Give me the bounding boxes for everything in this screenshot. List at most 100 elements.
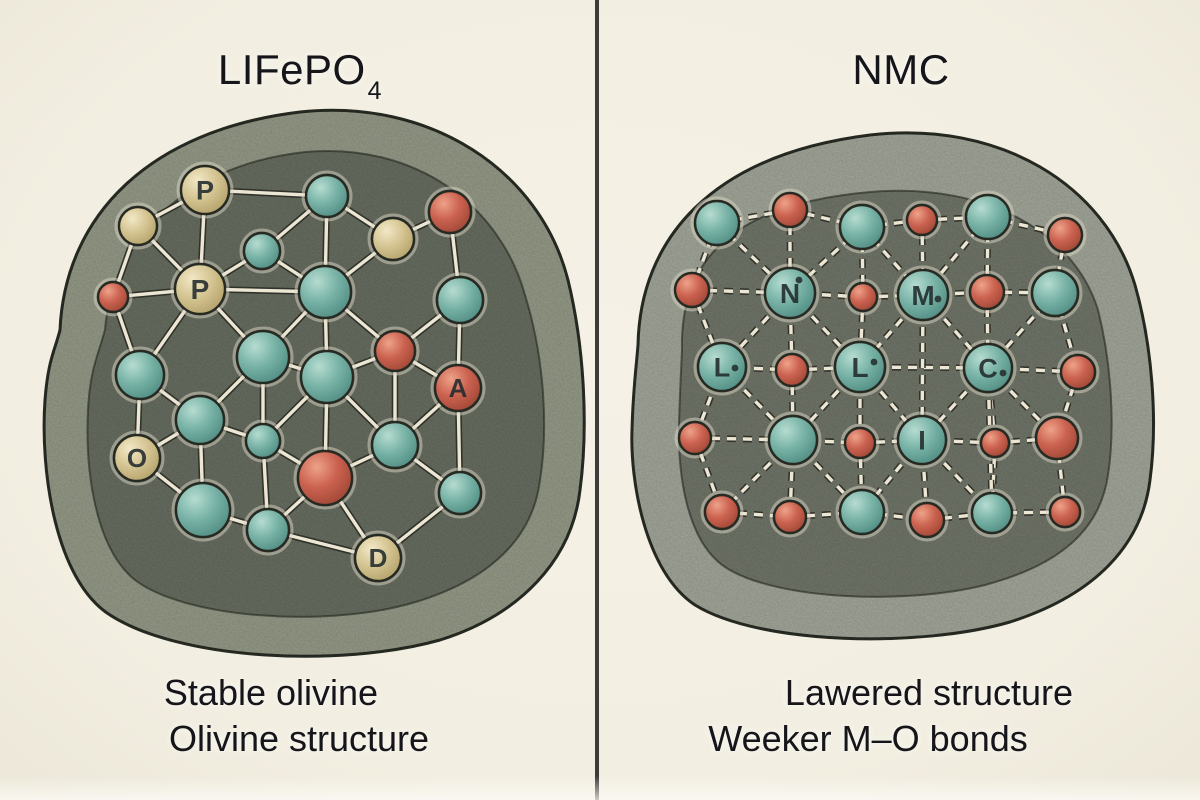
atom-halo <box>1056 350 1100 394</box>
atom-red <box>908 501 946 539</box>
atom-halo <box>965 270 1009 314</box>
caption-line: Stable olivine <box>163 672 379 713</box>
atom-halo <box>967 488 1017 538</box>
left-title-text: LIFePO <box>217 46 366 93</box>
bond <box>858 296 865 368</box>
bond <box>985 216 990 293</box>
bond <box>789 291 864 299</box>
atom-teal <box>693 199 741 247</box>
bond <box>920 219 925 296</box>
atom-tan-P <box>179 164 231 216</box>
atom-halo <box>114 202 162 250</box>
atom-halo <box>176 161 234 219</box>
atom-teal <box>1030 268 1080 318</box>
atom-halo <box>232 326 294 388</box>
atom-halo <box>1027 265 1083 321</box>
bond <box>1055 437 1067 513</box>
atom-red <box>772 499 808 535</box>
atom-red-A <box>433 363 483 413</box>
atom-halo <box>769 496 811 538</box>
atom-label: L <box>714 352 731 382</box>
atom-red <box>427 189 473 235</box>
caption-line: Olivine structure <box>168 718 430 759</box>
atom-label-dot <box>999 369 1007 377</box>
atom-halo <box>893 265 953 325</box>
caption-line: Weeker M–O bonds <box>708 718 1028 759</box>
atom-label: A <box>449 373 468 403</box>
atom-red <box>1048 495 1082 529</box>
atom-red <box>296 449 354 507</box>
atom-red <box>774 352 810 388</box>
atom-halo <box>670 268 714 312</box>
atom-halo <box>171 391 229 449</box>
bond <box>858 442 864 513</box>
atom-teal <box>437 470 483 516</box>
atom-teal-L <box>833 340 887 394</box>
atom-halo <box>959 339 1017 397</box>
atom-halo <box>830 337 890 397</box>
atom-teal <box>297 264 353 320</box>
atom-teal <box>970 491 1014 535</box>
bond <box>789 510 863 519</box>
atom-red <box>843 426 877 460</box>
atom-tan <box>117 205 159 247</box>
bond <box>693 366 724 439</box>
left-title-subscript: 4 <box>367 77 383 106</box>
atom-halo <box>905 498 949 542</box>
atom-teal <box>114 349 166 401</box>
atom-label-dot <box>795 276 803 284</box>
atom-halo <box>835 485 889 539</box>
bond <box>716 208 791 225</box>
atom-label: I <box>918 425 926 455</box>
left-panel-caption: Stable olivine Olivine structure <box>0 670 598 762</box>
atom-halo <box>835 200 889 254</box>
atom-teal <box>245 507 291 553</box>
atom-tan-D <box>353 533 403 583</box>
atom-halo <box>768 188 812 232</box>
atom-teal <box>299 349 355 405</box>
atom-red <box>771 191 809 229</box>
atom-halo <box>771 349 813 391</box>
atom-halo <box>171 478 235 542</box>
atom-label: M <box>911 280 934 311</box>
atom-teal <box>370 420 420 470</box>
atom-halo <box>432 272 488 328</box>
panel-divider <box>595 0 599 800</box>
atom-red <box>373 329 417 373</box>
atom-label-dot <box>731 364 739 372</box>
right-title-text: NMC <box>852 46 950 93</box>
atom-halo <box>1043 213 1087 257</box>
atom-halo <box>370 326 420 376</box>
left-panel-title: LIFePO4 <box>0 46 598 105</box>
atom-halo <box>296 346 358 408</box>
atom-halo <box>239 228 285 274</box>
atom-tan-P <box>173 262 227 316</box>
atom-label: P <box>196 175 214 205</box>
atom-halo <box>301 170 353 222</box>
atom-halo <box>690 196 744 250</box>
bond <box>1055 371 1080 439</box>
atom-label: N <box>780 278 800 309</box>
atom-teal <box>767 414 819 466</box>
atom-teal-M <box>896 268 950 322</box>
atom-label: O <box>127 443 147 473</box>
atom-halo <box>1045 492 1085 532</box>
atom-teal <box>244 422 282 460</box>
atom-label: C <box>978 353 998 383</box>
atom-halo <box>961 190 1015 244</box>
atom-halo <box>294 261 356 323</box>
atom-teal <box>838 488 886 536</box>
atom-halo <box>434 467 486 519</box>
atom-tan <box>370 216 416 262</box>
atom-red <box>703 493 741 531</box>
bond <box>721 365 793 372</box>
atom-teal-C <box>962 342 1014 394</box>
bond <box>790 369 795 441</box>
atom-teal-N <box>763 266 817 320</box>
bond <box>690 222 719 291</box>
